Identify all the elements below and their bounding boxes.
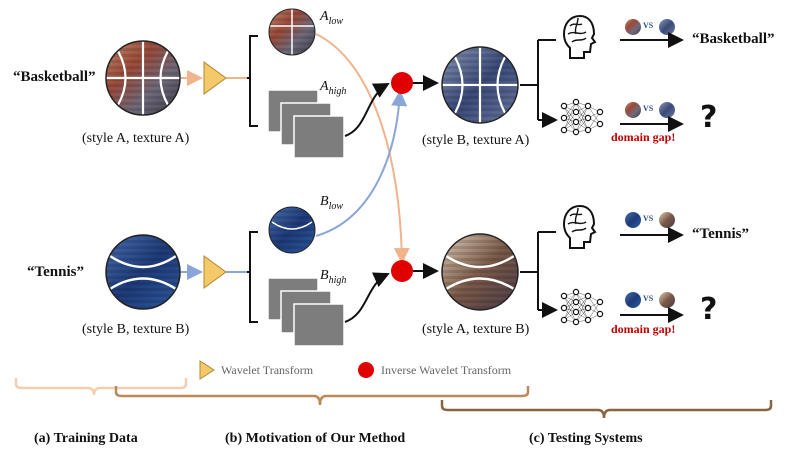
b-high-label: Bhigh — [320, 268, 347, 286]
arrow-a-low-to-bottom-node — [315, 33, 410, 264]
vs-text-bottom-model: VS — [643, 294, 654, 303]
human-prediction-bottom: “Tennis” — [692, 226, 749, 242]
arrow-a-high-to-top-node — [344, 83, 390, 137]
brace-training-data — [14, 378, 188, 396]
brace-testing-systems — [440, 400, 773, 419]
vs-text-top-model: VS — [643, 104, 654, 113]
output-bottom-caption: (style A, texture B) — [422, 322, 530, 337]
legend-inverse-wavelet-label: Inverse Wavelet Transform — [381, 363, 512, 377]
a-high-panels — [267, 89, 345, 159]
arrow-b-high-to-bottom-node — [344, 272, 390, 323]
output-bottom-icon — [441, 233, 519, 311]
vs-compare-bottom-human — [625, 212, 675, 228]
section-a-title: (a) Training Data — [34, 431, 138, 446]
section-c-title: (c) Testing Systems — [529, 431, 643, 446]
a-high-label: Ahigh — [320, 79, 347, 97]
wavelet-triangle-icon-top — [203, 61, 227, 95]
question-mark-bottom: ? — [700, 292, 718, 327]
inverse-wavelet-node-bottom — [391, 260, 413, 282]
brain-icon-bottom — [563, 205, 596, 249]
a-low-icon — [268, 8, 316, 56]
domain-gap-label-top: domain gap! — [611, 130, 676, 144]
split-bracket-top — [247, 35, 258, 127]
inverse-wavelet-node-top — [391, 72, 413, 94]
split-bracket-bottom — [247, 231, 258, 323]
tennis-label: “Tennis” — [27, 264, 84, 280]
legend-red-dot-icon — [358, 362, 374, 378]
b-high-panels — [267, 277, 345, 347]
question-mark-top: ? — [700, 100, 718, 135]
b-low-label: Blow — [320, 194, 344, 212]
vs-compare-top-model — [625, 102, 675, 118]
wavelet-triangle-icon-bottom — [203, 255, 227, 289]
basketball-input-icon — [105, 40, 181, 116]
test-bracket-top — [520, 39, 556, 120]
b-low-icon — [268, 206, 316, 254]
output-top-caption: (style B, texture A) — [422, 133, 530, 148]
basketball-caption: (style A, texture A) — [82, 131, 190, 146]
output-top-icon — [441, 46, 519, 124]
brain-icon-top — [563, 15, 596, 59]
basketball-label: “Basketball” — [13, 69, 96, 85]
vs-compare-top-human — [625, 19, 675, 35]
legend-triangle-icon — [199, 360, 215, 380]
tennis-caption: (style B, texture B) — [82, 322, 190, 337]
a-low-label: Alow — [320, 9, 344, 27]
neural-network-icon-top — [560, 98, 604, 136]
test-bracket-bottom — [520, 231, 556, 310]
tennis-ball-input-icon — [105, 234, 181, 310]
domain-gap-label-bottom: domain gap! — [611, 322, 676, 336]
vs-text-bottom-human: VS — [643, 214, 654, 223]
legend-wavelet-label: Wavelet Transform — [221, 363, 314, 377]
vs-text-top-human: VS — [643, 21, 654, 30]
section-b-title: (b) Motivation of Our Method — [225, 431, 406, 446]
human-prediction-top: “Basketball” — [692, 31, 775, 47]
vs-compare-bottom-model — [625, 292, 675, 308]
neural-network-icon-bottom — [560, 288, 604, 326]
arrow-b-low-to-top-node — [315, 90, 408, 237]
brace-motivation — [114, 386, 530, 406]
